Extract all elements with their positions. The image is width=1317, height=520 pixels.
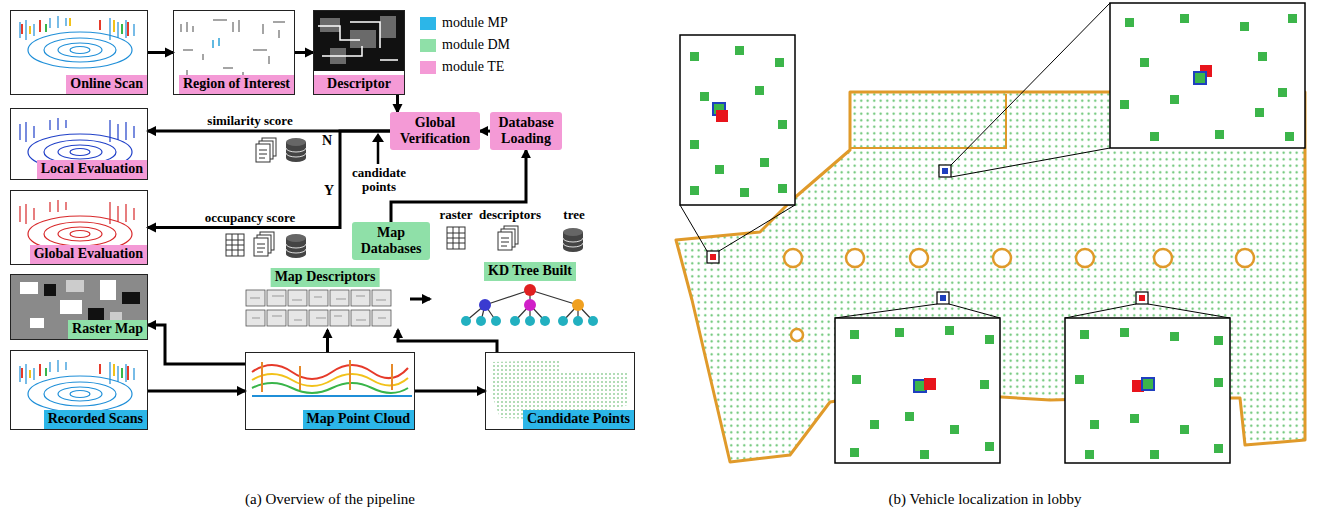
frame-label: Online Scan <box>66 75 147 94</box>
thumbnail-frame: Global Evaluation <box>10 190 148 265</box>
flow-arrow <box>398 330 497 352</box>
frame-label: Candidate Points <box>523 410 634 429</box>
thumbnail-frame: KD Tree Built <box>430 262 630 330</box>
flow-arrow <box>148 325 245 364</box>
flow-arrow <box>295 51 313 54</box>
flow-arrow <box>396 95 399 112</box>
annotation: tree <box>563 208 584 222</box>
frame-label: Descriptor <box>314 75 404 94</box>
flow-arrow <box>148 51 173 54</box>
thumbnail-frame: Recorded Scans <box>10 350 148 430</box>
thumbnail-frame: Candidate Points <box>485 352 635 430</box>
frame-label: KD Tree Built <box>484 262 576 281</box>
thumbnail-frame: Raster Map <box>10 274 148 340</box>
module-label: Database Loading <box>494 115 558 147</box>
legend-swatch <box>420 61 436 74</box>
legend-row: module DM <box>420 34 510 56</box>
frame-label: Global Evaluation <box>30 245 147 264</box>
module-box: Map Databases <box>352 222 430 260</box>
legend-swatch <box>420 17 436 30</box>
edge-label: similarity score <box>207 114 292 128</box>
module-label: Global Verification <box>394 115 476 147</box>
module-label: Map Databases <box>356 225 426 257</box>
module-box: Global Verification <box>390 112 480 150</box>
thumbnail-frame: Map Descriptors <box>240 268 410 330</box>
legend-text: module DM <box>442 37 510 53</box>
legend-text: module MP <box>442 15 508 31</box>
legend-text: module TE <box>442 59 504 75</box>
annotation: candidate points <box>346 166 412 194</box>
frame-label: Map Point Cloud <box>303 410 414 429</box>
thumbnail-frame: Online Scan <box>10 10 148 95</box>
frame-label: Raster Map <box>68 320 147 339</box>
frame-label: Region of Interest <box>179 75 294 94</box>
thumbnail-frame: Map Point Cloud <box>245 352 415 430</box>
flow-arrow <box>415 390 485 393</box>
annotation: N <box>322 134 332 148</box>
annotation: Y <box>324 184 334 198</box>
thumbnail-frame: Local Evaluation <box>10 108 148 180</box>
legend-swatch <box>420 39 436 52</box>
annotation: raster <box>439 208 472 222</box>
legend: module MP module DM module TE <box>420 12 510 78</box>
flow-arrow <box>480 130 490 133</box>
legend-row: module MP <box>420 12 510 34</box>
flow-arrow <box>326 330 329 352</box>
thumbnail-frame: Descriptor <box>313 10 405 95</box>
frame-label: Recorded Scans <box>44 410 147 429</box>
edge-label: occupancy score <box>205 211 295 225</box>
caption: (b) Vehicle localization in lobby <box>888 490 1081 508</box>
frame-label: Local Evaluation <box>37 160 147 179</box>
annotation: descriptors <box>479 208 541 222</box>
flow-arrow <box>148 390 245 393</box>
module-box: Database Loading <box>490 112 562 150</box>
thumbnail-frame: Region of Interest <box>173 10 295 95</box>
caption: (a) Overview of the pipeline <box>245 490 415 508</box>
frame-label: Map Descriptors <box>271 268 380 287</box>
legend-row: module TE <box>420 56 510 78</box>
flow-arrow <box>410 298 430 301</box>
